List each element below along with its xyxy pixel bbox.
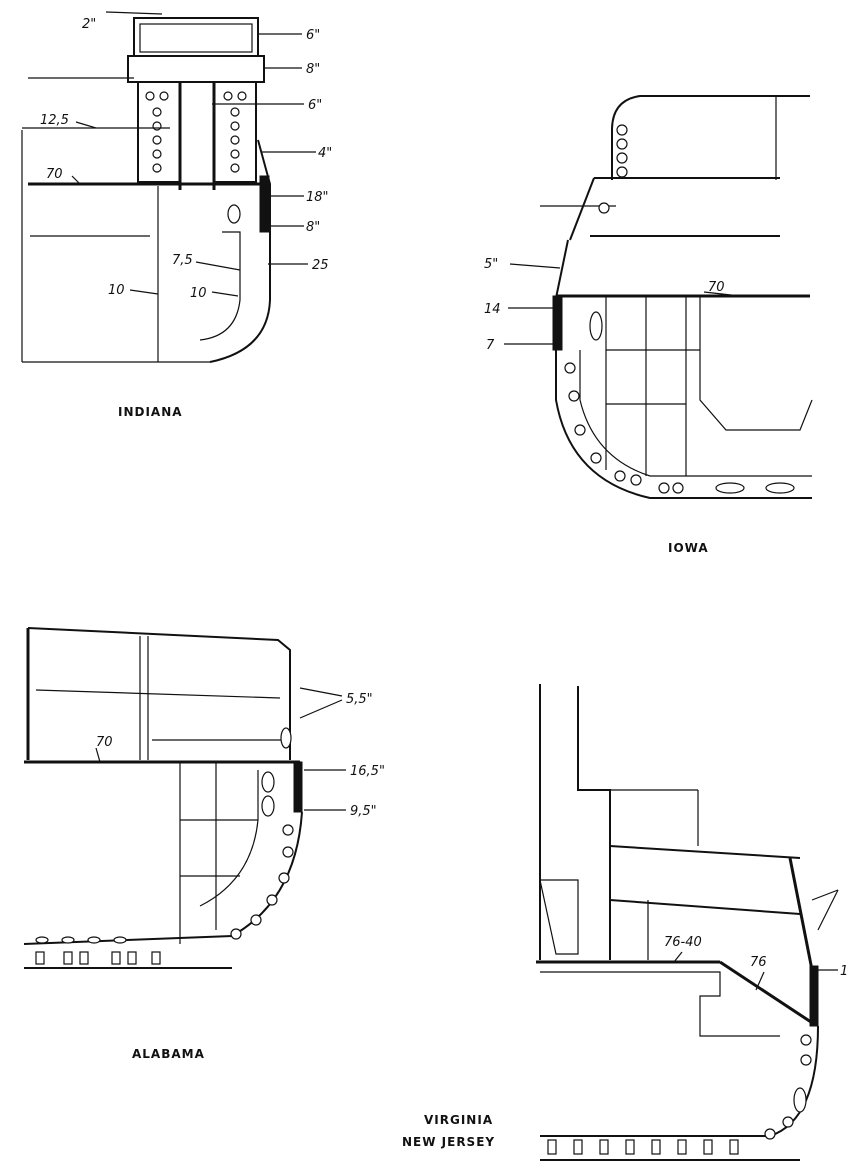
alabama-hull-bottom [23, 811, 303, 945]
virginia-uptake [577, 686, 611, 960]
indiana-label: 25 [312, 258, 329, 273]
virginia-belt-armor [809, 965, 819, 1027]
iowa-label: 14 [484, 302, 501, 317]
alabama-section: 5,5" 70 16,5" 9,5" ALABAMA [23, 627, 385, 1061]
alabama-leaders [95, 687, 346, 811]
virginia-label: 76 [750, 955, 767, 970]
indiana-label: 12,5 [40, 113, 69, 128]
alabama-upper-deck [27, 627, 291, 760]
iowa-dimension-labels: 5" 70 14 7 [484, 257, 725, 353]
virginia-label: 1 [840, 964, 848, 979]
indiana-label: 10 [108, 283, 125, 298]
indiana-label: 2" [82, 17, 96, 32]
iowa-leaders [504, 263, 741, 345]
alabama-label: 9,5" [350, 804, 377, 819]
virginia-hull-bottom [540, 1025, 819, 1137]
virginia-section: 76-40 76 1 VIRGINIA NEW JERSEY [402, 684, 848, 1161]
iowa-hull-bottom [555, 350, 812, 499]
alabama-belt-armor [293, 761, 303, 813]
new-jersey-caption: NEW JERSEY [402, 1135, 495, 1149]
indiana-label: 7,5 [172, 253, 193, 268]
iowa-label: 70 [708, 280, 725, 295]
virginia-label: 76-40 [664, 935, 702, 950]
virginia-caption: VIRGINIA [424, 1113, 493, 1127]
indiana-dimension-labels: 2" 6" 8" 6" 12,5 4" 70 18" 8" 7,5 25 10 … [40, 17, 332, 301]
indiana-label: 6" [306, 28, 320, 43]
indiana-label: 70 [46, 167, 63, 182]
indiana-label: 4" [318, 146, 332, 161]
alabama-dimension-labels: 5,5" 70 16,5" 9,5" [96, 692, 385, 819]
virginia-leaders [673, 951, 838, 991]
indiana-belt-armor [259, 175, 270, 233]
indiana-section: 2" 6" 8" 6" 12,5 4" 70 18" 8" 7,5 25 10 … [21, 11, 332, 419]
indiana-lightening-holes [145, 91, 247, 173]
alabama-label: 16,5" [350, 764, 385, 779]
virginia-dimension-labels: 76-40 76 1 [664, 935, 848, 979]
iowa-label: 5" [484, 257, 498, 272]
indiana-label: 18" [306, 190, 329, 205]
indiana-leaders [71, 11, 316, 297]
indiana-label: 8" [306, 220, 320, 235]
indiana-barbette-base [127, 55, 265, 83]
indiana-label: 8" [306, 62, 320, 77]
iowa-caption: IOWA [668, 541, 709, 555]
indiana-label: 10 [190, 286, 207, 301]
iowa-superstructure [611, 95, 810, 180]
indiana-label: 6" [308, 98, 322, 113]
alabama-label: 5,5" [346, 692, 373, 707]
iowa-label: 7 [486, 338, 495, 353]
iowa-belt-armor [552, 295, 563, 351]
alabama-label: 70 [96, 735, 113, 750]
indiana-caption: INDIANA [118, 405, 183, 419]
virginia-slope-deck [719, 960, 815, 1026]
alabama-caption: ALABAMA [132, 1047, 205, 1061]
indiana-hull-side [209, 139, 271, 363]
iowa-section: 5" 70 14 7 IOWA [484, 95, 813, 555]
